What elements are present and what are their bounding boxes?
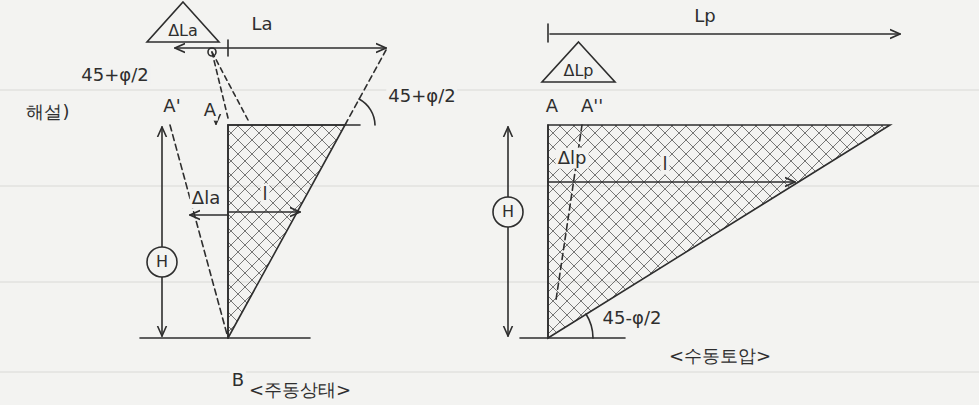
annotation-label: Lp	[692, 6, 717, 27]
annotation-label: La	[249, 14, 274, 35]
annotation-label: <주동상태>	[247, 380, 353, 401]
annotation-label: l	[660, 154, 669, 175]
passive-state-figure	[508, 24, 900, 338]
annotation-label: A	[544, 96, 560, 117]
triangle-marker: ΔLa	[146, 1, 220, 43]
annotation-label: 45+φ/2	[79, 65, 150, 86]
annotation-label: 해설)	[24, 102, 71, 123]
notebook-rules	[0, 90, 979, 372]
active-state-figure	[140, 40, 386, 338]
annotation-label: A'	[161, 96, 182, 117]
circled-letter: H	[146, 246, 178, 278]
annotation-label: l	[260, 184, 269, 205]
annotation-label: A	[202, 100, 218, 121]
circled-letter: H	[492, 196, 524, 228]
annotation-label: <수동토압>	[667, 346, 773, 367]
annotation-label: Δlp	[556, 148, 589, 169]
node-text: ΔLp	[563, 62, 593, 80]
annotation-label: B	[230, 370, 246, 391]
triangle-marker: ΔLp	[541, 41, 616, 83]
annotation-label: 45+φ/2	[386, 86, 457, 107]
annotation-label: 45-φ/2	[601, 308, 664, 329]
annotation-label: A''	[579, 96, 605, 117]
annotation-label: Δla	[190, 188, 222, 209]
node-text: H	[502, 203, 514, 221]
node-text: H	[156, 253, 168, 271]
node-text: ΔLa	[168, 22, 198, 40]
